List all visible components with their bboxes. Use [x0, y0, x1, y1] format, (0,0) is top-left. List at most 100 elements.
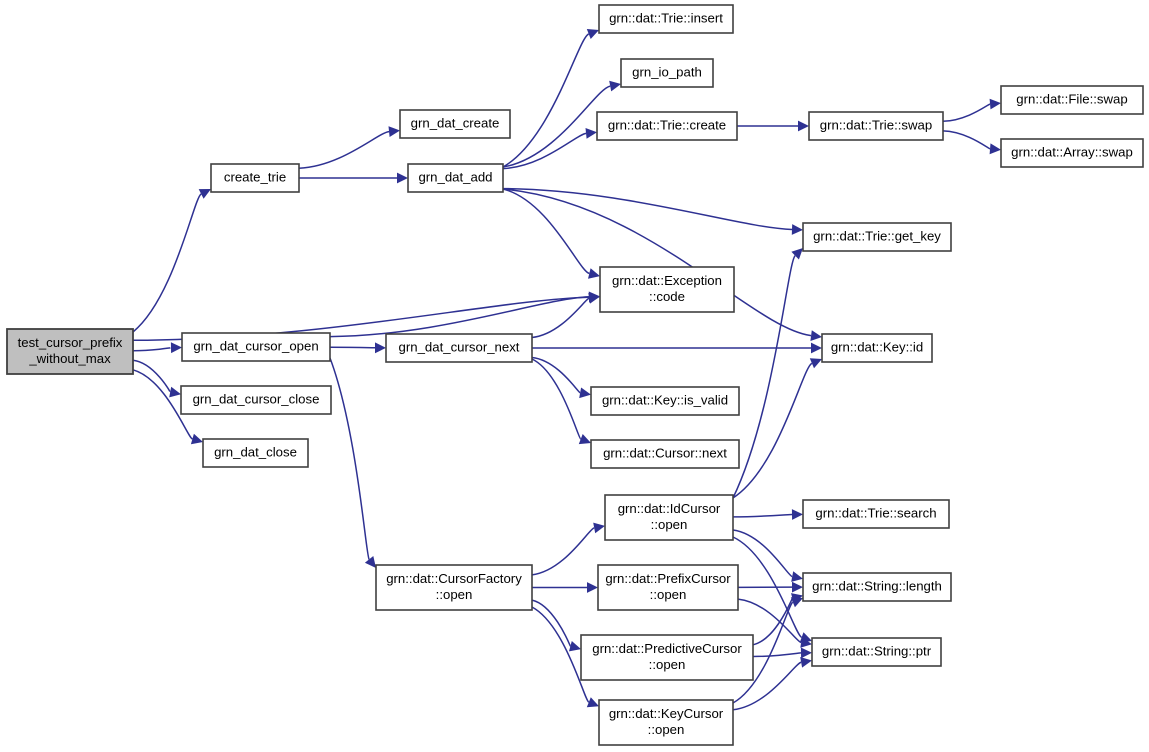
node-idcursor-open[interactable]: grn::dat::IdCursor::open [604, 494, 734, 541]
node-box-dat-create[interactable] [399, 109, 511, 139]
arrowhead-root-to-cursor-close [169, 386, 181, 398]
node-cursor-next-m[interactable]: grn::dat::Cursor::next [590, 439, 740, 469]
arrowhead-dat-add-to-key-id [810, 330, 822, 341]
node-cursor-open[interactable]: grn_dat_cursor_open [181, 332, 331, 362]
node-box-trie-swap[interactable] [808, 111, 944, 141]
node-box-io-path[interactable] [620, 58, 714, 88]
edge-dat-add-to-trie-get-key [502, 187, 793, 231]
edge-idcursor-open-to-trie-get-key [732, 255, 796, 499]
node-box-dat-add[interactable] [407, 163, 504, 193]
node-dat-add[interactable]: grn_dat_add [407, 163, 504, 193]
node-dat-close[interactable]: grn_dat_close [202, 438, 309, 468]
node-string-length[interactable]: grn::dat::String::length [802, 572, 952, 602]
arrowhead-root-to-create-trie [198, 189, 211, 199]
nodes-layer: test_cursor_prefix_without_max create_tri… [6, 4, 1144, 746]
edge-idcursor-open-to-trie-search [732, 513, 793, 518]
arrowhead-cursor-open-to-cursor-next [375, 342, 386, 354]
arrowhead-cursor-next-to-key-id [811, 342, 822, 354]
edge-root-to-cursor-open [132, 346, 172, 352]
arrowhead-cursorfactory-open-to-idcursor-open [593, 522, 605, 534]
arrowhead-cursorfactory-open-to-prefixcursor-open [587, 582, 598, 593]
edge-predictivecursor-open-to-string-ptr [752, 652, 802, 658]
node-box-cursor-next[interactable] [385, 333, 533, 363]
edge-root-to-create-trie [132, 193, 202, 333]
node-io-path[interactable]: grn_io_path [620, 58, 714, 88]
node-keycursor-open[interactable]: grn::dat::KeyCursor::open [598, 699, 734, 746]
node-box-trie-insert[interactable] [598, 4, 734, 34]
node-trie-insert[interactable]: grn::dat::Trie::insert [598, 4, 734, 34]
node-box-key-id[interactable] [821, 333, 933, 363]
node-box-trie-get-key[interactable] [802, 222, 952, 252]
node-box-exception-code[interactable] [599, 266, 735, 313]
node-box-root[interactable] [6, 328, 134, 375]
node-string-ptr[interactable]: grn::dat::String::ptr [811, 637, 942, 667]
node-file-swap[interactable]: grn::dat::File::swap [1000, 85, 1144, 115]
node-cursor-next[interactable]: grn_dat_cursor_next [385, 333, 533, 363]
node-box-cursor-close[interactable] [180, 385, 332, 415]
node-box-dat-close[interactable] [202, 438, 309, 468]
node-key-is-valid[interactable]: grn::dat::Key::is_valid [590, 386, 740, 416]
arrowhead-cursor-open-to-cursorfactory-open [364, 556, 376, 568]
node-prefixcursor-open[interactable]: grn::dat::PrefixCursor::open [597, 564, 739, 611]
node-box-cursor-open[interactable] [181, 332, 331, 362]
node-array-swap[interactable]: grn::dat::Array::swap [1000, 138, 1144, 168]
arrowhead-dat-add-to-exception-code [588, 268, 600, 279]
node-box-prefixcursor-open[interactable] [597, 564, 739, 611]
edge-dat-add-to-key-id [502, 188, 812, 337]
edge-idcursor-open-to-key-id [732, 362, 813, 499]
edge-cursorfactory-open-to-predictivecursor-open [531, 599, 572, 647]
node-box-idcursor-open[interactable] [604, 494, 734, 541]
node-box-string-length[interactable] [802, 572, 952, 602]
node-cursor-close[interactable]: grn_dat_cursor_close [180, 385, 332, 415]
node-trie-get-key[interactable]: grn::dat::Trie::get_key [802, 222, 952, 252]
node-box-predictivecursor-open[interactable] [580, 634, 754, 681]
arrowhead-create-trie-to-dat-add [397, 172, 408, 184]
node-box-cursor-next-m[interactable] [590, 439, 740, 469]
node-box-array-swap[interactable] [1000, 138, 1144, 168]
arrowhead-predictivecursor-open-to-string-ptr [800, 647, 812, 659]
edge-create-trie-to-dat-create [298, 130, 390, 170]
node-trie-swap[interactable]: grn::dat::Trie::swap [808, 111, 944, 141]
arrowhead-cursor-next-to-exception-code [588, 293, 600, 304]
edge-cursor-open-to-cursorfactory-open [329, 357, 370, 560]
node-key-id[interactable]: grn::dat::Key::id [821, 333, 933, 363]
arrowhead-cursorfactory-open-to-keycursor-open [586, 697, 599, 708]
arrowhead-dat-add-to-trie-create [585, 128, 597, 139]
arrowhead-idcursor-open-to-string-length [791, 571, 803, 582]
arrowhead-dat-add-to-trie-insert [586, 29, 599, 39]
node-box-string-ptr[interactable] [811, 637, 942, 667]
edge-keycursor-open-to-string-length [732, 601, 794, 704]
node-cursorfactory-open[interactable]: grn::dat::CursorFactory::open [375, 564, 533, 611]
edge-root-to-dat-close [132, 369, 193, 440]
node-box-create-trie[interactable] [210, 163, 300, 193]
arrowhead-root-to-dat-close [190, 433, 203, 445]
arrowhead-trie-swap-to-array-swap [989, 143, 1001, 155]
node-box-keycursor-open[interactable] [598, 699, 734, 746]
node-dat-create[interactable]: grn_dat_create [399, 109, 511, 139]
edge-dat-add-to-trie-create [502, 132, 587, 170]
edge-cursor-open-to-exception-code [329, 296, 590, 338]
arrowhead-root-to-cursor-open [170, 342, 182, 354]
node-trie-search[interactable]: grn::dat::Trie::search [802, 499, 950, 529]
edge-cursor-open-to-cursor-next [329, 346, 376, 349]
arrowhead-prefixcursor-open-to-string-ptr [800, 637, 812, 648]
edge-keycursor-open-to-string-ptr [732, 661, 802, 711]
edge-idcursor-open-to-string-length [732, 529, 793, 578]
node-root[interactable]: test_cursor_prefix_without_max [6, 328, 134, 375]
node-predictivecursor-open[interactable]: grn::dat::PredictiveCursor::open [580, 634, 754, 681]
node-box-file-swap[interactable] [1000, 85, 1144, 115]
arrowhead-keycursor-open-to-string-length [790, 597, 803, 608]
node-box-trie-search[interactable] [802, 499, 950, 529]
node-exception-code[interactable]: grn::dat::Exception::code [599, 266, 735, 313]
arrowhead-idcursor-open-to-trie-search [791, 509, 803, 520]
arrowhead-create-trie-to-dat-create [388, 126, 400, 137]
arrowhead-cursor-next-to-cursor-next-m [578, 434, 591, 445]
node-box-trie-create[interactable] [596, 111, 738, 141]
edge-cursorfactory-open-to-keycursor-open [531, 606, 590, 703]
node-trie-create[interactable]: grn::dat::Trie::create [596, 111, 738, 141]
edge-trie-swap-to-file-swap [942, 103, 991, 123]
node-create-trie[interactable]: create_trie [210, 163, 300, 193]
arrowhead-dat-add-to-trie-get-key [791, 224, 803, 235]
node-box-key-is-valid[interactable] [590, 386, 740, 416]
node-box-cursorfactory-open[interactable] [375, 564, 533, 611]
